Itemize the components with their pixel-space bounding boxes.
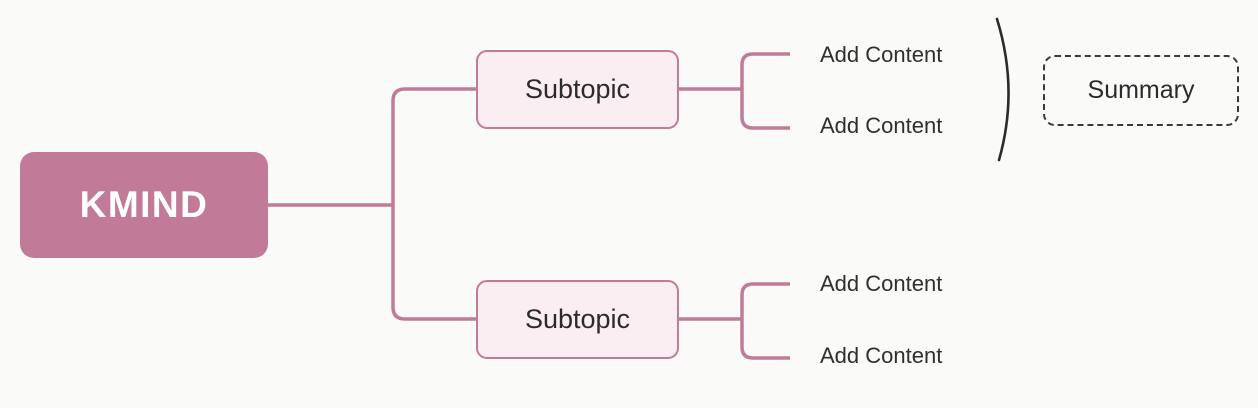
edge-subtopic-2-to-leaf-4	[740, 319, 790, 360]
subtopic-node-1-label: Subtopic	[524, 74, 631, 104]
add-content-node-2[interactable]: Add Content	[820, 113, 943, 138]
add-content-node-3[interactable]: Add Content	[820, 271, 943, 296]
edge-trunk-to-subtopic-1	[391, 87, 476, 205]
summary-node-label: Summary	[1087, 76, 1195, 104]
root-node-label: KMIND	[79, 184, 209, 225]
add-content-node-1[interactable]: Add Content	[820, 42, 943, 67]
root-node[interactable]: KMIND	[20, 152, 268, 258]
subtopic-node-2[interactable]: Subtopic	[476, 280, 679, 359]
edge-subtopic-1-to-leaf-2	[740, 89, 790, 130]
edge-trunk-to-subtopic-2	[391, 205, 476, 321]
subtopic-node-2-label: Subtopic	[524, 304, 631, 334]
edge-subtopic-1-to-leaf-1	[740, 52, 790, 89]
edge-subtopic-2-to-leaf-3	[740, 282, 790, 319]
summary-brace-icon	[995, 17, 1010, 162]
summary-node[interactable]: Summary	[1043, 55, 1239, 126]
add-content-node-4[interactable]: Add Content	[820, 343, 943, 368]
subtopic-node-1[interactable]: Subtopic	[476, 50, 679, 129]
